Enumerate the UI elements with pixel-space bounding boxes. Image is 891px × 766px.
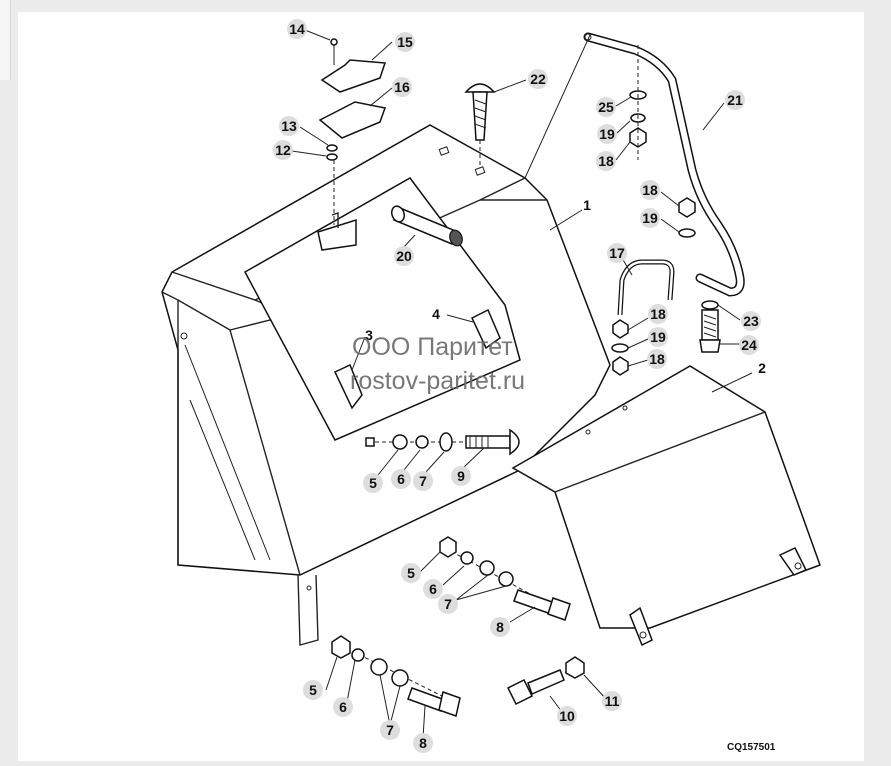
callout-23: 23 [741, 311, 761, 331]
callout-9: 9 [451, 466, 471, 486]
callout-1: 1 [583, 197, 591, 213]
roller [390, 205, 463, 247]
callout-19-ubolt: 19 [648, 327, 668, 347]
callout-18-handle: 18 [640, 180, 660, 200]
callout-8-middle: 8 [490, 617, 510, 637]
svg-text:5: 5 [369, 475, 377, 491]
callout-19-top: 19 [597, 124, 617, 144]
latch-bracket [317, 212, 357, 251]
svg-text:15: 15 [397, 34, 413, 50]
callout-16: 16 [392, 77, 412, 97]
svg-text:14: 14 [289, 21, 305, 37]
callout-20: 20 [394, 246, 414, 266]
svg-text:25: 25 [598, 99, 614, 115]
callout-6-lower: 6 [333, 697, 353, 717]
svg-text:6: 6 [397, 471, 405, 487]
svg-text:8: 8 [496, 619, 504, 635]
svg-text:16: 16 [394, 79, 410, 95]
callout-5-middle: 5 [401, 563, 421, 583]
callout-11: 11 [602, 691, 622, 711]
svg-text:7: 7 [386, 722, 394, 738]
watermark-site: rostov-paritet.ru [350, 367, 525, 395]
callout-5-upper: 5 [363, 473, 383, 493]
svg-text:6: 6 [339, 699, 347, 715]
callout-4: 4 [432, 306, 440, 322]
callout-19-handle: 19 [640, 208, 660, 228]
svg-text:1: 1 [583, 197, 591, 213]
callout-21: 21 [725, 90, 745, 110]
callout-18-ubolt-a: 18 [648, 304, 668, 324]
left-panel-edge [0, 0, 11, 80]
callout-6-upper: 6 [391, 469, 411, 489]
svg-text:18: 18 [650, 306, 666, 322]
svg-text:18: 18 [642, 182, 658, 198]
callout-17: 17 [607, 243, 627, 263]
svg-text:22: 22 [530, 71, 546, 87]
u-bolt [611, 259, 675, 376]
leader-lines [291, 29, 753, 739]
callout-2: 2 [758, 360, 766, 376]
callout-24: 24 [739, 335, 759, 355]
svg-text:7: 7 [419, 473, 427, 489]
handle-hardware [629, 45, 721, 353]
callout-8-lower: 8 [413, 733, 433, 753]
callout-labels: 14 15 16 13 12 22 25 19 18 21 18 19 1 20… [273, 19, 766, 753]
top-bracket-group [318, 38, 387, 225]
svg-text:3: 3 [365, 327, 373, 343]
svg-text:12: 12 [275, 142, 291, 158]
callout-12: 12 [273, 140, 293, 160]
svg-text:18: 18 [649, 351, 665, 367]
diagram-canvas: 14 15 16 13 12 22 25 19 18 21 18 19 1 20… [18, 12, 864, 761]
figure-code: CQ157501 [727, 742, 776, 753]
callout-7-lower: 7 [380, 720, 400, 740]
svg-text:8: 8 [419, 735, 427, 751]
callout-22: 22 [528, 69, 548, 89]
svg-text:5: 5 [309, 682, 317, 698]
callout-18-top: 18 [596, 151, 616, 171]
callout-6-middle: 6 [423, 579, 443, 599]
callout-18-ubolt-b: 18 [647, 349, 667, 369]
latch-parts [334, 308, 501, 410]
svg-text:20: 20 [396, 248, 412, 264]
callout-3: 3 [365, 327, 373, 343]
hardware-row-lower [331, 635, 461, 717]
svg-text:23: 23 [743, 313, 759, 329]
svg-text:19: 19 [642, 210, 658, 226]
svg-text:2: 2 [758, 360, 766, 376]
callout-10: 10 [557, 706, 577, 726]
svg-text:10: 10 [559, 708, 575, 724]
svg-text:18: 18 [598, 153, 614, 169]
svg-text:17: 17 [609, 245, 625, 261]
callout-15: 15 [395, 32, 415, 52]
svg-text:4: 4 [432, 306, 440, 322]
svg-text:19: 19 [650, 329, 666, 345]
callout-5-lower: 5 [303, 680, 323, 700]
carriage-bolt-22 [464, 83, 496, 168]
hardware-row-upper [365, 428, 520, 456]
hardware-row-middle [439, 536, 571, 621]
callout-7-middle: 7 [438, 594, 458, 614]
svg-text:11: 11 [605, 693, 620, 709]
svg-text:5: 5 [407, 565, 415, 581]
svg-text:9: 9 [457, 468, 465, 484]
watermark-company: ООО Паритет [352, 333, 513, 361]
svg-text:24: 24 [741, 337, 757, 353]
svg-text:7: 7 [444, 596, 452, 612]
door-panel [511, 365, 821, 647]
exploded-parts-diagram: 14 15 16 13 12 22 25 19 18 21 18 19 1 20… [161, 19, 821, 753]
svg-text:6: 6 [429, 581, 437, 597]
callout-7-upper: 7 [413, 471, 433, 491]
callout-14: 14 [287, 19, 307, 39]
svg-text:21: 21 [727, 92, 743, 108]
bolt-10-nut-11 [506, 656, 585, 706]
svg-text:19: 19 [599, 126, 615, 142]
callout-13: 13 [279, 116, 299, 136]
callout-25: 25 [596, 97, 616, 117]
svg-text:13: 13 [281, 118, 297, 134]
